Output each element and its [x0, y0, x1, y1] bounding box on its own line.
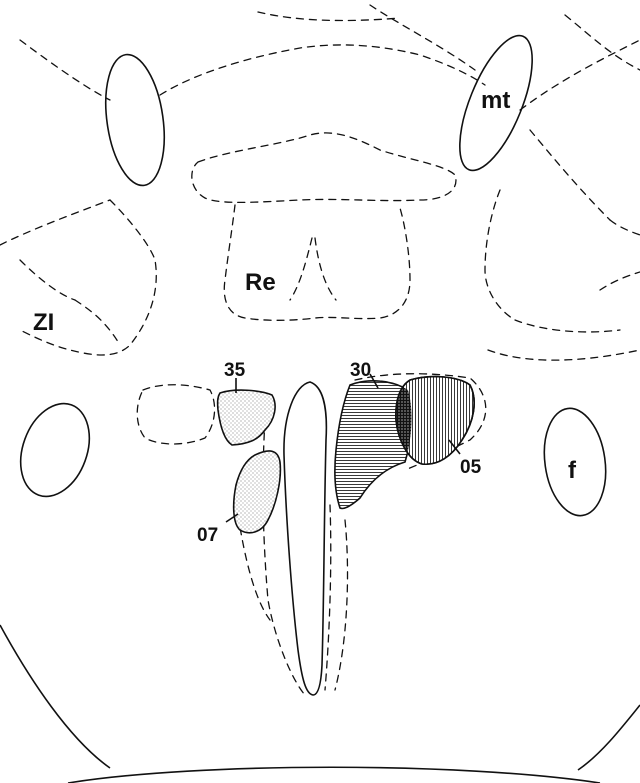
label-zi: ZI	[33, 309, 54, 336]
label-f: f	[568, 457, 577, 484]
left-upper-tract	[98, 51, 172, 190]
label-mt: mt	[481, 87, 510, 114]
right-bottom-curve	[578, 705, 640, 770]
solid-outlines	[0, 27, 640, 783]
lesion-07	[234, 451, 281, 533]
label-lesion-07: 07	[197, 525, 218, 546]
lesion-35	[218, 390, 275, 445]
bottom-boundary	[68, 767, 600, 783]
left-fornix	[9, 394, 102, 506]
lesion-sites	[218, 377, 475, 533]
left-bottom-curve	[0, 625, 110, 768]
label-lesion-05: 05	[460, 457, 482, 478]
dashed-boundaries	[0, 5, 640, 695]
label-lesion-30: 30	[350, 360, 371, 381]
label-lesion-35: 35	[224, 360, 246, 381]
third-ventricle	[284, 382, 326, 695]
label-re: Re	[245, 269, 276, 296]
